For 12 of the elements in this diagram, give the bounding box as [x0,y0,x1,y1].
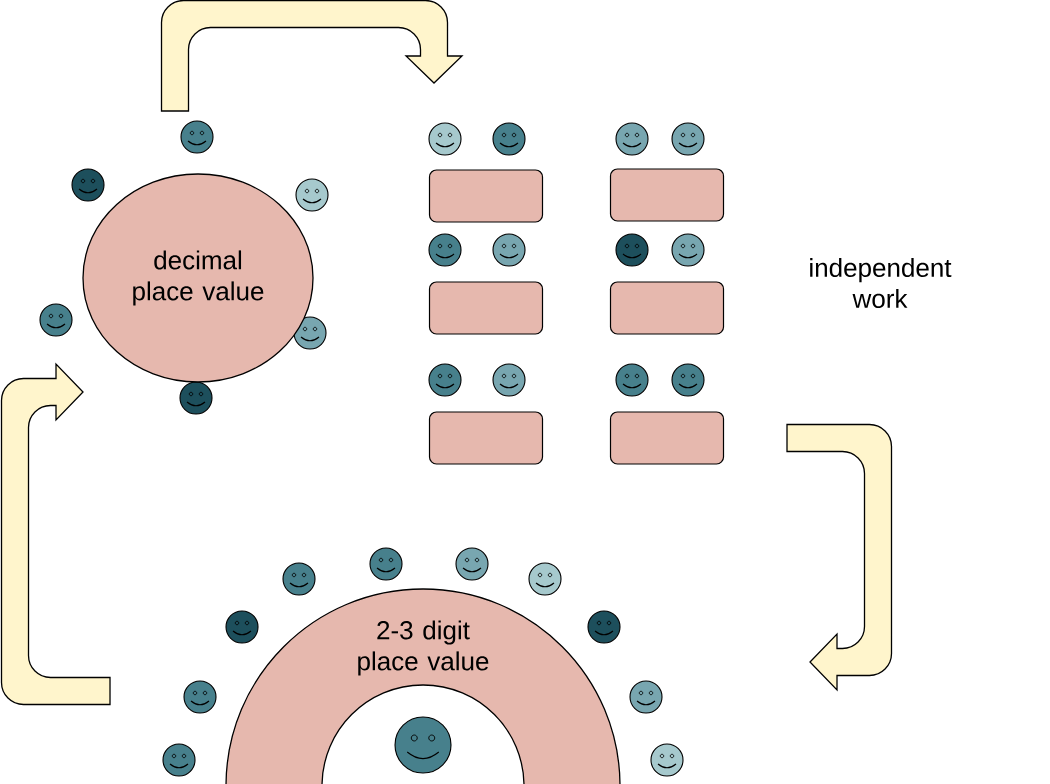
block-arrow [0,363,111,706]
desk [428,169,544,223]
block-arrow [786,423,893,691]
desk [609,281,725,335]
desk [428,281,544,335]
desk [609,411,725,465]
desk [609,168,725,222]
block-arrow [160,0,463,112]
text-label: independent work [810,257,952,309]
round-table: decimal place value [82,173,314,383]
half-ring-table: 2-3 digit place value [225,588,621,784]
desk [428,411,544,465]
